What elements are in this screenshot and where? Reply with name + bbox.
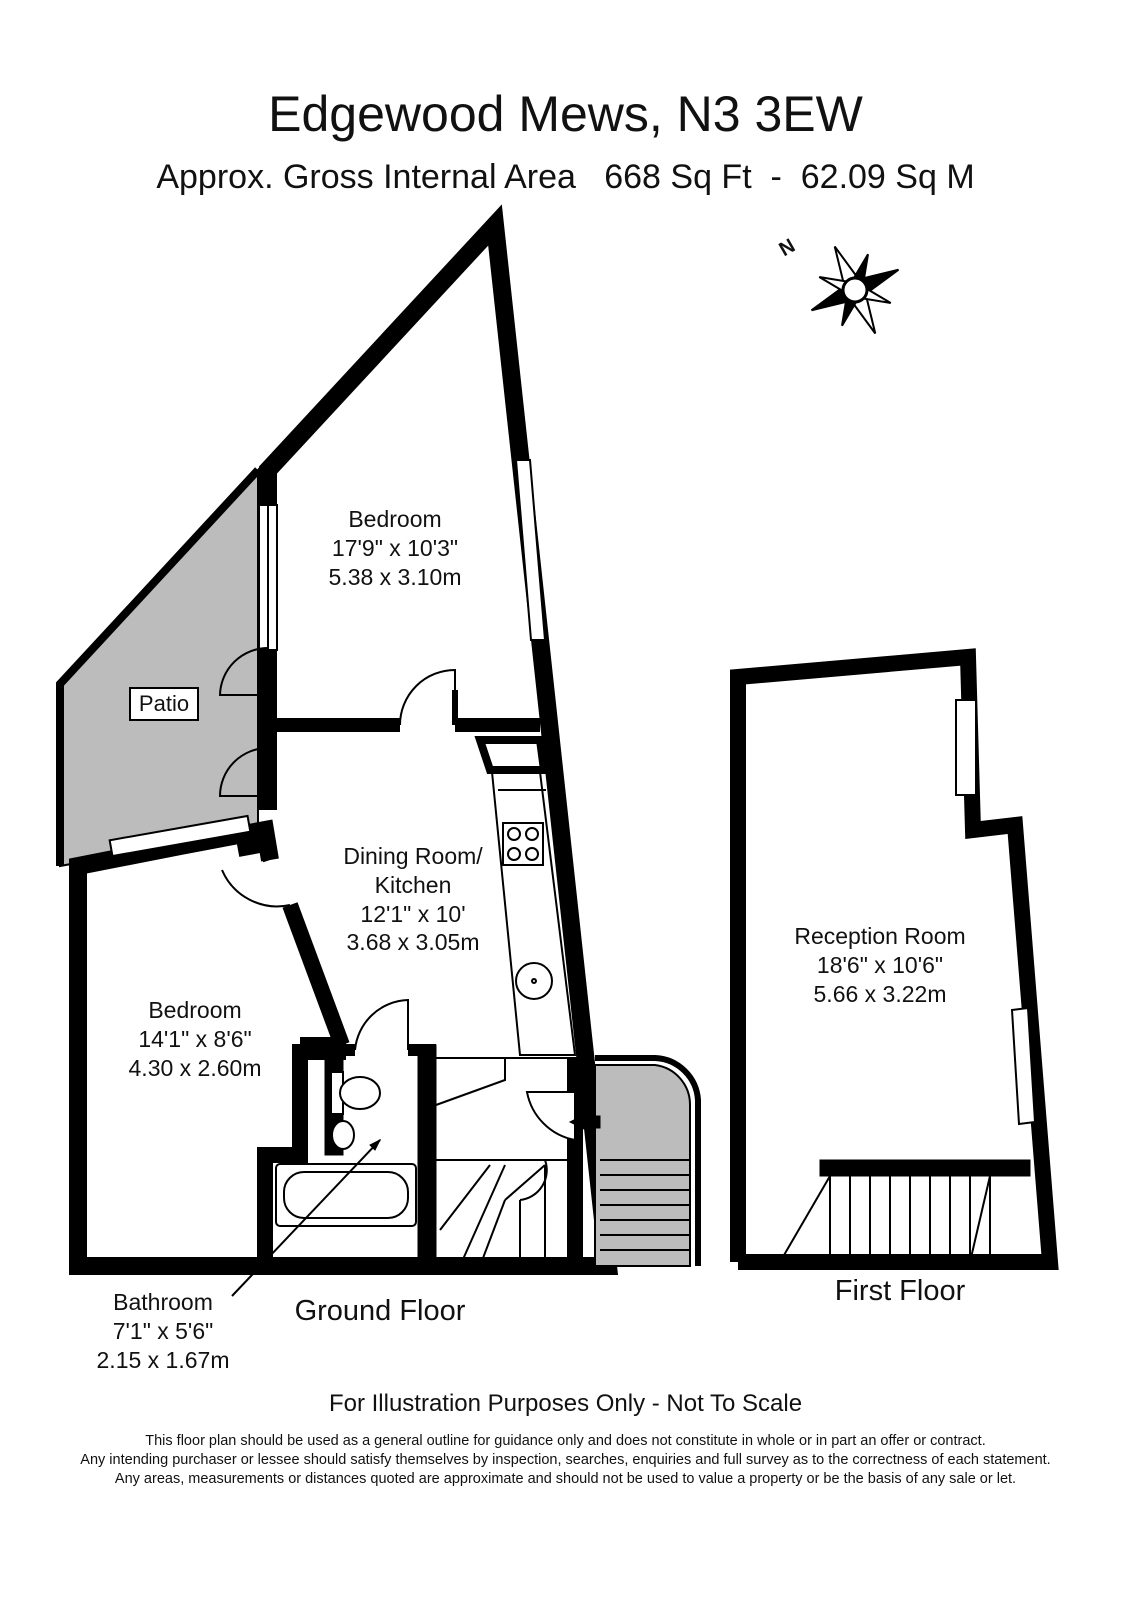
window [955, 699, 977, 796]
illustration-note: For Illustration Purposes Only - Not To … [328, 1390, 803, 1417]
room-name: Reception Room [794, 923, 966, 949]
room-name: Bedroom [148, 997, 242, 1023]
room-name-line2: Kitchen [374, 871, 452, 898]
room-name: Patio [138, 691, 190, 716]
room-name: Bathroom [113, 1289, 213, 1315]
room-size-imperial: 12'1" x 10' [360, 900, 466, 927]
first-floor-walls [730, 648, 1059, 1270]
room-bedroom-2: Bedroom 14'1" x 8'6" 4.30 x 2.60m [100, 996, 290, 1082]
room-size-metric: 2.15 x 1.67m [96, 1346, 230, 1373]
room-size-metric: 4.30 x 2.60m [128, 1054, 262, 1081]
ground-floor-label: Ground Floor [294, 1295, 466, 1327]
room-size-imperial: 14'1" x 8'6" [138, 1025, 252, 1052]
compass-rose [810, 245, 900, 335]
window [514, 459, 547, 641]
disclaimer: This floor plan should be used as a gene… [0, 1432, 1131, 1489]
plan-title: Edgewood Mews, N3 3EW [268, 86, 863, 142]
disclaimer-line: This floor plan should be used as a gene… [145, 1433, 986, 1449]
disclaimer-line: Any areas, measurements or distances quo… [114, 1471, 1017, 1488]
room-size-metric: 5.38 x 3.10m [328, 563, 462, 590]
room-size-metric: 5.66 x 3.22m [813, 980, 947, 1007]
room-dining-kitchen: Dining Room/ Kitchen 12'1" x 10' 3.68 x … [318, 842, 508, 957]
gross-internal-area: Approx. Gross Internal Area 668 Sq Ft - … [156, 158, 975, 196]
first-floor-label: First Floor [834, 1275, 966, 1307]
room-bedroom-1: Bedroom 17'9" x 10'3" 5.38 x 3.10m [300, 505, 490, 591]
room-patio: Patio [129, 687, 199, 721]
window [1010, 1006, 1037, 1126]
disclaimer-line: Any intending purchaser or lessee should… [80, 1452, 1051, 1469]
ground-floor-walls [56, 204, 701, 1297]
room-bathroom: Bathroom 7'1" x 5'6" 2.15 x 1.67m [68, 1288, 258, 1374]
room-size-imperial: 18'6" x 10'6" [816, 951, 944, 978]
room-name: Dining Room/ [343, 843, 483, 869]
room-name: Bedroom [348, 506, 442, 532]
room-size-metric: 3.68 x 3.05m [346, 929, 480, 956]
room-size-imperial: 17'9" x 10'3" [331, 534, 459, 561]
room-size-imperial: 7'1" x 5'6" [112, 1317, 214, 1344]
window [108, 814, 252, 858]
room-reception: Reception Room 18'6" x 10'6" 5.66 x 3.22… [770, 922, 990, 1008]
